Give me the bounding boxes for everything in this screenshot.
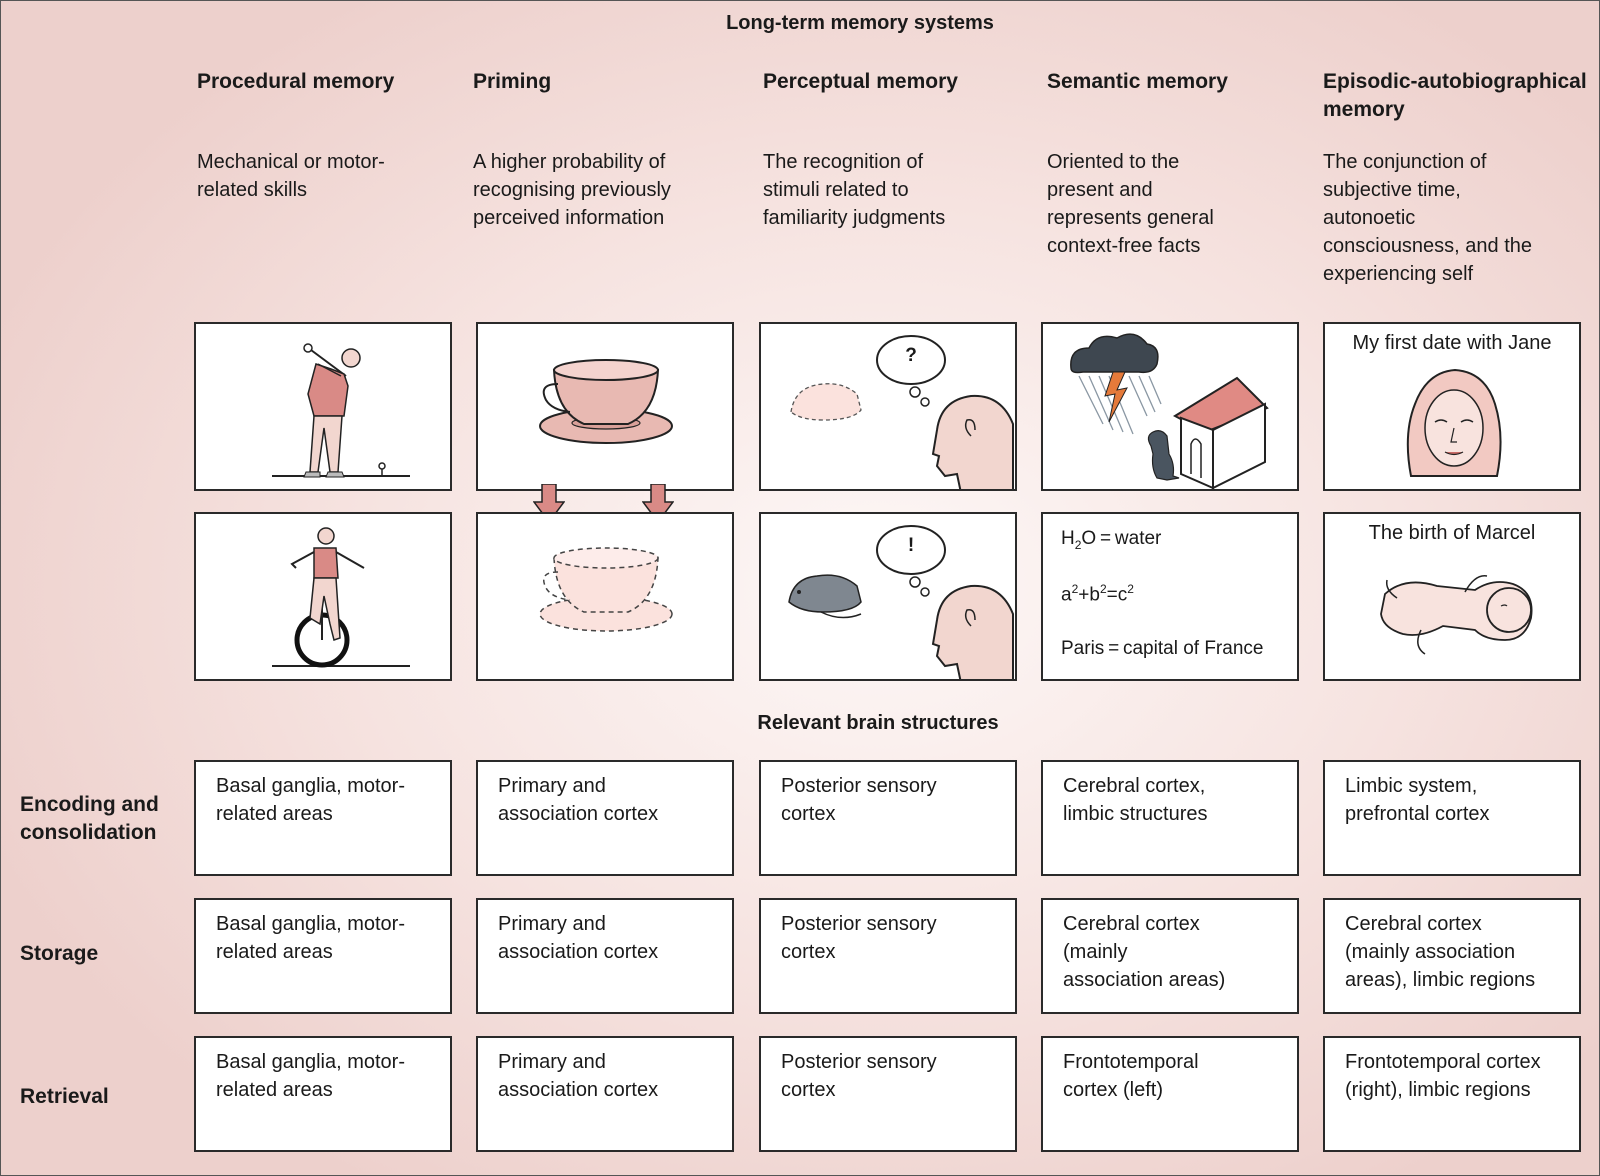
storage-semantic-cell: Cerebral cortex (mainly association area… bbox=[1041, 898, 1299, 1014]
heading-perceptual: Perceptual memory bbox=[763, 70, 958, 93]
caption-first-date: My first date with Jane bbox=[1352, 332, 1552, 354]
exclamation-mark: ! bbox=[907, 535, 915, 556]
question-mark: ? bbox=[905, 345, 917, 366]
storage-episodic-cell: Cerebral cortex (mainly association area… bbox=[1323, 898, 1581, 1014]
fact-paris: Paris = capital of France bbox=[1061, 638, 1264, 659]
retrieval-perceptual-cell: Posterior sensory cortex bbox=[759, 1036, 1017, 1152]
perceptual-recognised-box: ! bbox=[759, 512, 1017, 681]
jane-face-illustration bbox=[1406, 368, 1502, 477]
desc-priming: A higher probability of recognising prev… bbox=[473, 151, 671, 229]
encoding-priming-cell: Primary and association cortex bbox=[476, 760, 734, 876]
desc-semantic: Oriented to the present and represents g… bbox=[1047, 151, 1214, 257]
fact-pythagoras: a2+b2=c2 bbox=[1061, 582, 1134, 606]
desc-procedural: Mechanical or motor-related skills bbox=[197, 151, 385, 201]
caption-birth: The birth of Marcel bbox=[1368, 522, 1536, 544]
retrieval-episodic-cell: Frontotemporal cortex (right), limbic re… bbox=[1323, 1036, 1581, 1152]
figure-title: Long-term memory systems bbox=[726, 12, 994, 34]
retrieval-semantic-cell: Frontotemporal cortex (left) bbox=[1041, 1036, 1299, 1152]
storage-priming-cell: Primary and association cortex bbox=[476, 898, 734, 1014]
unicyclist-illustration bbox=[272, 527, 410, 668]
golfer-illustration bbox=[272, 343, 410, 478]
priming-cup-box bbox=[476, 322, 734, 491]
desc-episodic: The conjunction of subjective time, auto… bbox=[1323, 151, 1533, 285]
perceptual-unknown-box: ? bbox=[759, 322, 1017, 491]
encoding-episodic-cell: Limbic system, prefrontal cortex bbox=[1323, 760, 1581, 876]
row-label-storage: Storage bbox=[20, 942, 99, 965]
procedural-golf-box bbox=[194, 322, 452, 491]
storage-procedural-cell: Basal ganglia, motor-related areas bbox=[194, 898, 452, 1014]
row-label-encoding: Encoding and consolidation bbox=[20, 793, 159, 844]
heading-priming: Priming bbox=[473, 70, 552, 93]
retrieval-procedural-cell: Basal ganglia, motor-related areas bbox=[194, 1036, 452, 1152]
episodic-jane-box: My first date with Jane bbox=[1323, 322, 1581, 491]
semantic-facts-box: H2O = water a2+b2=c2 Paris = capital of … bbox=[1041, 512, 1299, 681]
storage-perceptual-cell: Posterior sensory cortex bbox=[759, 898, 1017, 1014]
priming-faded-cup-box bbox=[476, 512, 734, 681]
heading-episodic: Episodic-autobiographical memory bbox=[1323, 70, 1587, 121]
semantic-storm-box bbox=[1041, 322, 1299, 491]
episodic-marcel-box: The birth of Marcel bbox=[1323, 512, 1581, 681]
brain-structures-title: Relevant brain structures bbox=[757, 712, 999, 734]
baby-illustration bbox=[1380, 575, 1533, 655]
rat-head-illustration bbox=[788, 525, 1014, 679]
fact-water: H2O = water bbox=[1061, 528, 1162, 552]
desc-perceptual: The recognition of stimuli related to fa… bbox=[763, 151, 946, 229]
encoding-semantic-cell: Cerebral cortex, limbic structures bbox=[1041, 760, 1299, 876]
procedural-unicycle-box bbox=[194, 512, 452, 681]
row-label-retrieval: Retrieval bbox=[20, 1085, 109, 1108]
faded-teacup-illustration bbox=[539, 547, 673, 632]
storm-dog-house-illustration bbox=[1070, 333, 1269, 489]
vague-rat-head-illustration bbox=[790, 335, 1014, 489]
heading-procedural: Procedural memory bbox=[197, 70, 395, 93]
teacup-illustration bbox=[539, 359, 673, 444]
encoding-perceptual-cell: Posterior sensory cortex bbox=[759, 760, 1017, 876]
heading-semantic: Semantic memory bbox=[1047, 70, 1228, 93]
retrieval-priming-cell: Primary and association cortex bbox=[476, 1036, 734, 1152]
encoding-procedural-cell: Basal ganglia, motor-related areas bbox=[194, 760, 452, 876]
